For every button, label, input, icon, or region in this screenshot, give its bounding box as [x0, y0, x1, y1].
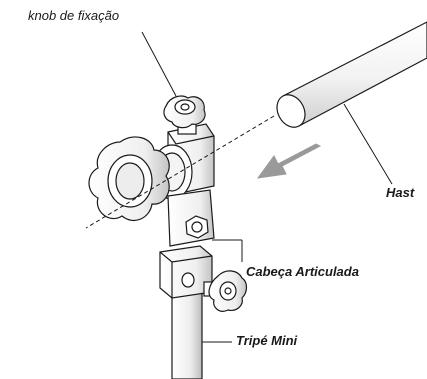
arrow-left-down-icon: [256, 143, 322, 179]
side-knob: [88, 136, 170, 221]
label-cabeca-articulada: Cabeça Articulada: [246, 264, 359, 279]
lower-knob: [203, 270, 248, 312]
tripod-pole: [171, 291, 203, 379]
label-haste: Hast: [386, 185, 415, 200]
leader-line-knob: [141, 31, 177, 97]
alignment-axis: [85, 115, 275, 229]
fixing-knob: [163, 95, 206, 135]
rod-end: [276, 94, 306, 128]
leader-line-haste: [343, 103, 393, 185]
label-tripe-mini: Tripé Mini: [236, 333, 298, 348]
label-knob-de-fixacao: knob de fixação: [28, 8, 120, 23]
rod: [276, 21, 427, 128]
